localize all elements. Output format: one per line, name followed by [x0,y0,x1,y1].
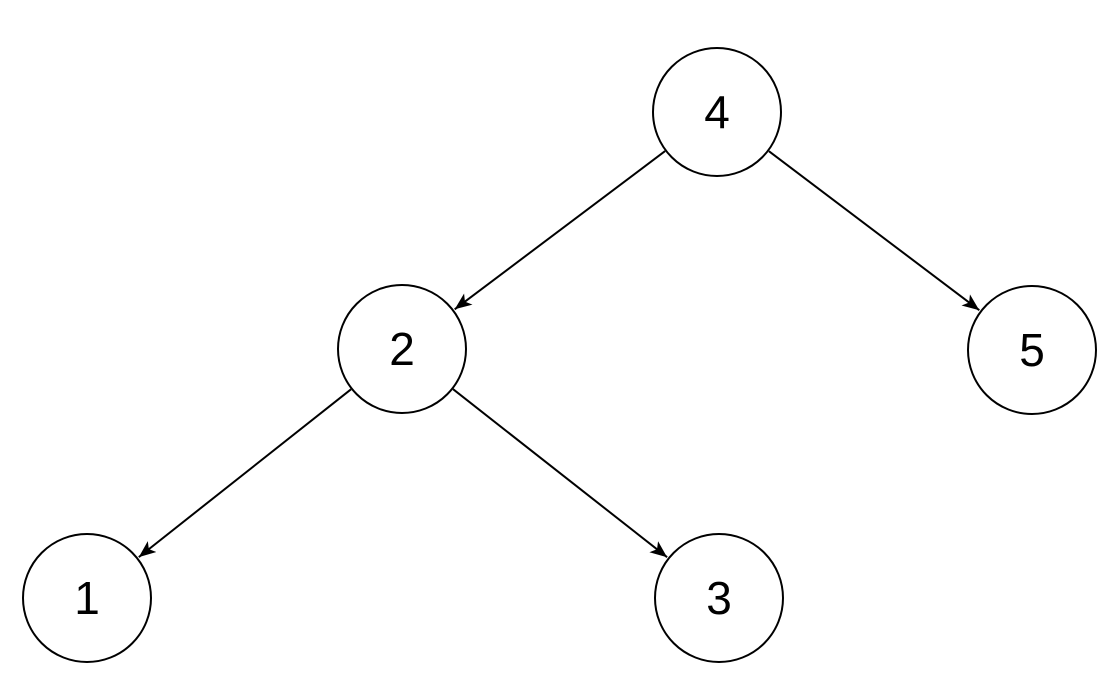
node-circle-1 [22,533,152,663]
node-circle-2 [337,284,467,414]
node-circle-5 [967,285,1097,415]
edge-2-to-1 [138,388,352,558]
edge-4-to-2 [454,150,666,311]
node-label-3: 3 [706,572,732,624]
edge-2-to-3 [452,388,668,558]
tree-node-4: 4 [652,47,782,177]
edge-4-to-5 [768,150,980,311]
node-label-2: 2 [389,323,415,375]
node-label-4: 4 [704,86,730,138]
node-label-5: 5 [1019,324,1045,376]
node-circle-3 [654,533,784,663]
tree-node-5: 5 [967,285,1097,415]
tree-node-3: 3 [654,533,784,663]
node-label-1: 1 [74,572,100,624]
node-circle-4 [652,47,782,177]
tree-node-1: 1 [22,533,152,663]
tree-node-2: 2 [337,284,467,414]
